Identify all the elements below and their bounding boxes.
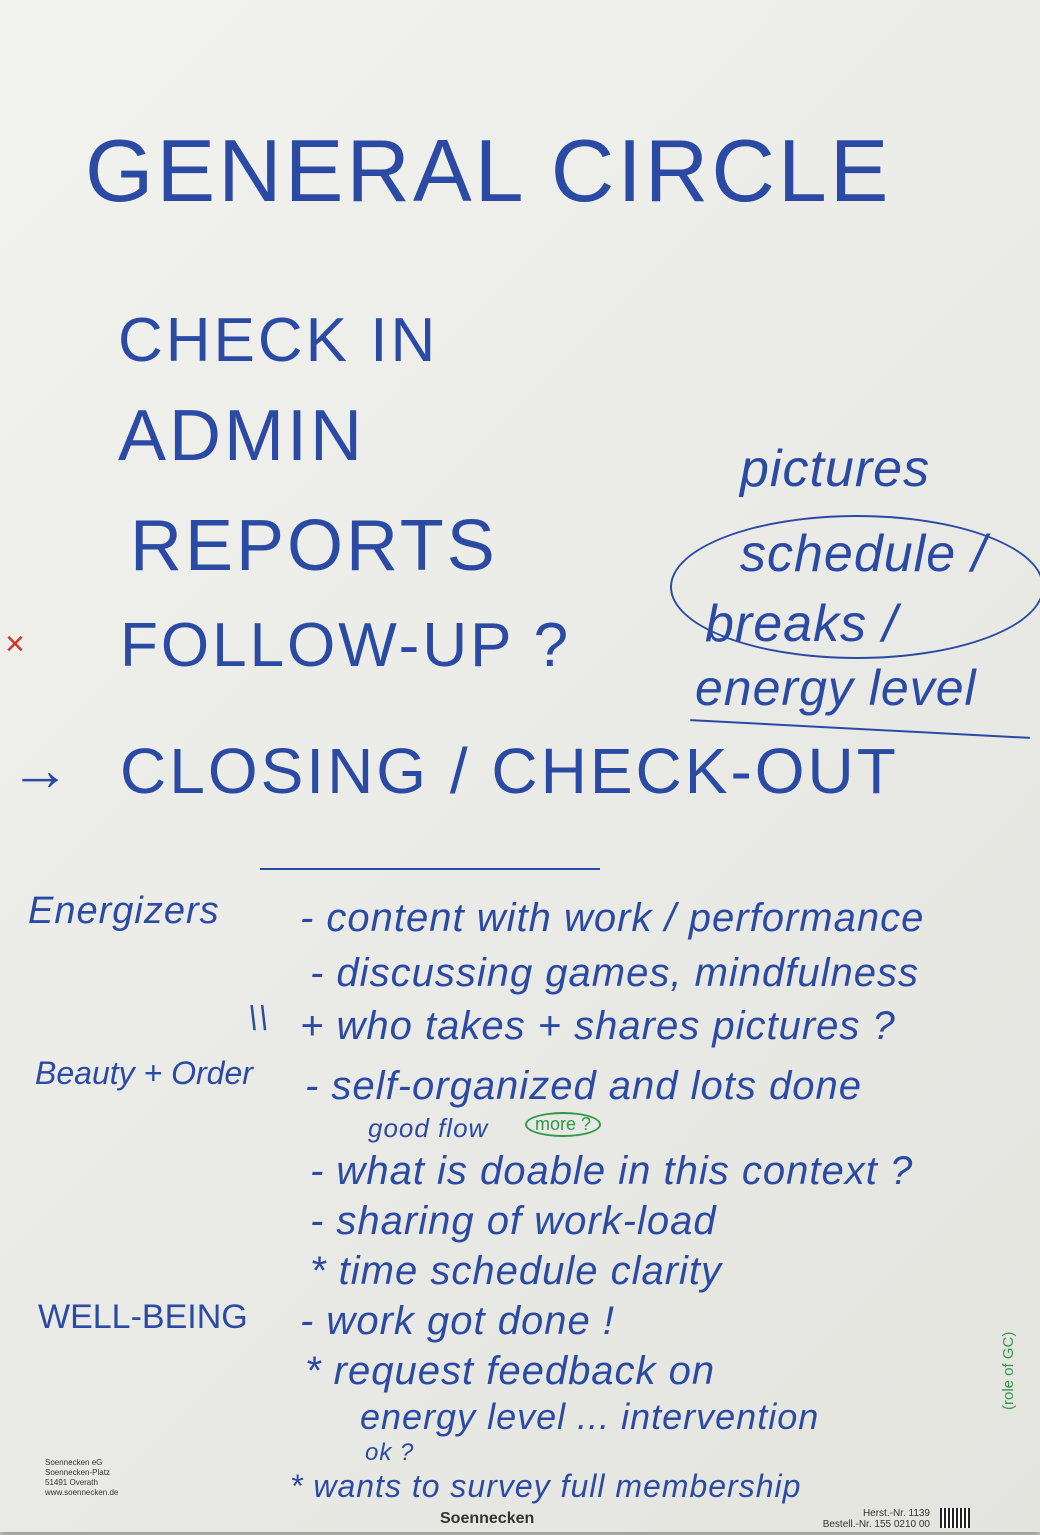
divider bbox=[260, 868, 600, 870]
printed-address: Soennecken eG Soennecken-Platz 51491 Ove… bbox=[45, 1458, 118, 1498]
list-item: - work got done ! bbox=[300, 1299, 615, 1343]
barcode bbox=[940, 1508, 970, 1528]
bestell-nr: Bestell.-Nr. 155 0210 00 bbox=[822, 1519, 930, 1530]
list-item: - content with work / performance bbox=[300, 896, 925, 940]
street: Soennecken-Platz bbox=[45, 1468, 110, 1477]
section-label: Beauty + Order bbox=[35, 1055, 253, 1091]
mark: \\ bbox=[248, 1000, 269, 1038]
list-item: * time schedule clarity bbox=[310, 1249, 723, 1293]
list-item: good flow bbox=[368, 1113, 489, 1143]
circle-annotation bbox=[670, 515, 1040, 659]
list-item: - self-organized and lots done bbox=[305, 1064, 862, 1108]
product-numbers: Herst.-Nr. 1139 Bestell.-Nr. 155 0210 00 bbox=[790, 1508, 930, 1530]
side-note: energy level bbox=[695, 660, 977, 716]
agenda-item: FOLLOW-UP ? bbox=[120, 611, 572, 680]
agenda-item: REPORTS bbox=[130, 506, 498, 586]
x-mark: × bbox=[5, 625, 25, 663]
section-label: Energizers bbox=[28, 890, 220, 932]
list-item: - discussing games, mindfulness bbox=[310, 951, 920, 995]
list-item: - sharing of work-load bbox=[310, 1199, 717, 1243]
city: 51491 Overath bbox=[45, 1478, 98, 1487]
agenda-item: CHECK IN bbox=[118, 306, 439, 375]
herst-nr: Herst.-Nr. 1139 bbox=[862, 1508, 930, 1519]
section-label: WELL-BEING bbox=[38, 1298, 248, 1336]
green-note: more ? bbox=[525, 1112, 602, 1137]
agenda-item: ADMIN bbox=[118, 396, 365, 476]
company: Soennecken eG bbox=[45, 1458, 103, 1467]
green-side-note: (role of GC) bbox=[1000, 1331, 1017, 1410]
side-note: pictures bbox=[740, 440, 931, 498]
list-item: energy level ... intervention bbox=[360, 1396, 820, 1437]
arrow-icon: → bbox=[10, 736, 71, 803]
brand-logo: Soennecken bbox=[440, 1510, 535, 1527]
list-item: ok ? bbox=[365, 1439, 415, 1466]
list-item: * request feedback on bbox=[305, 1349, 716, 1393]
page-title: GENERAL CIRCLE bbox=[85, 121, 892, 220]
list-item: - what is doable in this context ? bbox=[310, 1149, 914, 1193]
list-item: + who takes + shares pictures ? bbox=[300, 1004, 896, 1048]
list-item: * wants to survey full membership bbox=[290, 1468, 802, 1504]
agenda-item: CLOSING / CHECK-OUT bbox=[120, 735, 899, 807]
website: www.soennecken.de bbox=[45, 1488, 119, 1497]
